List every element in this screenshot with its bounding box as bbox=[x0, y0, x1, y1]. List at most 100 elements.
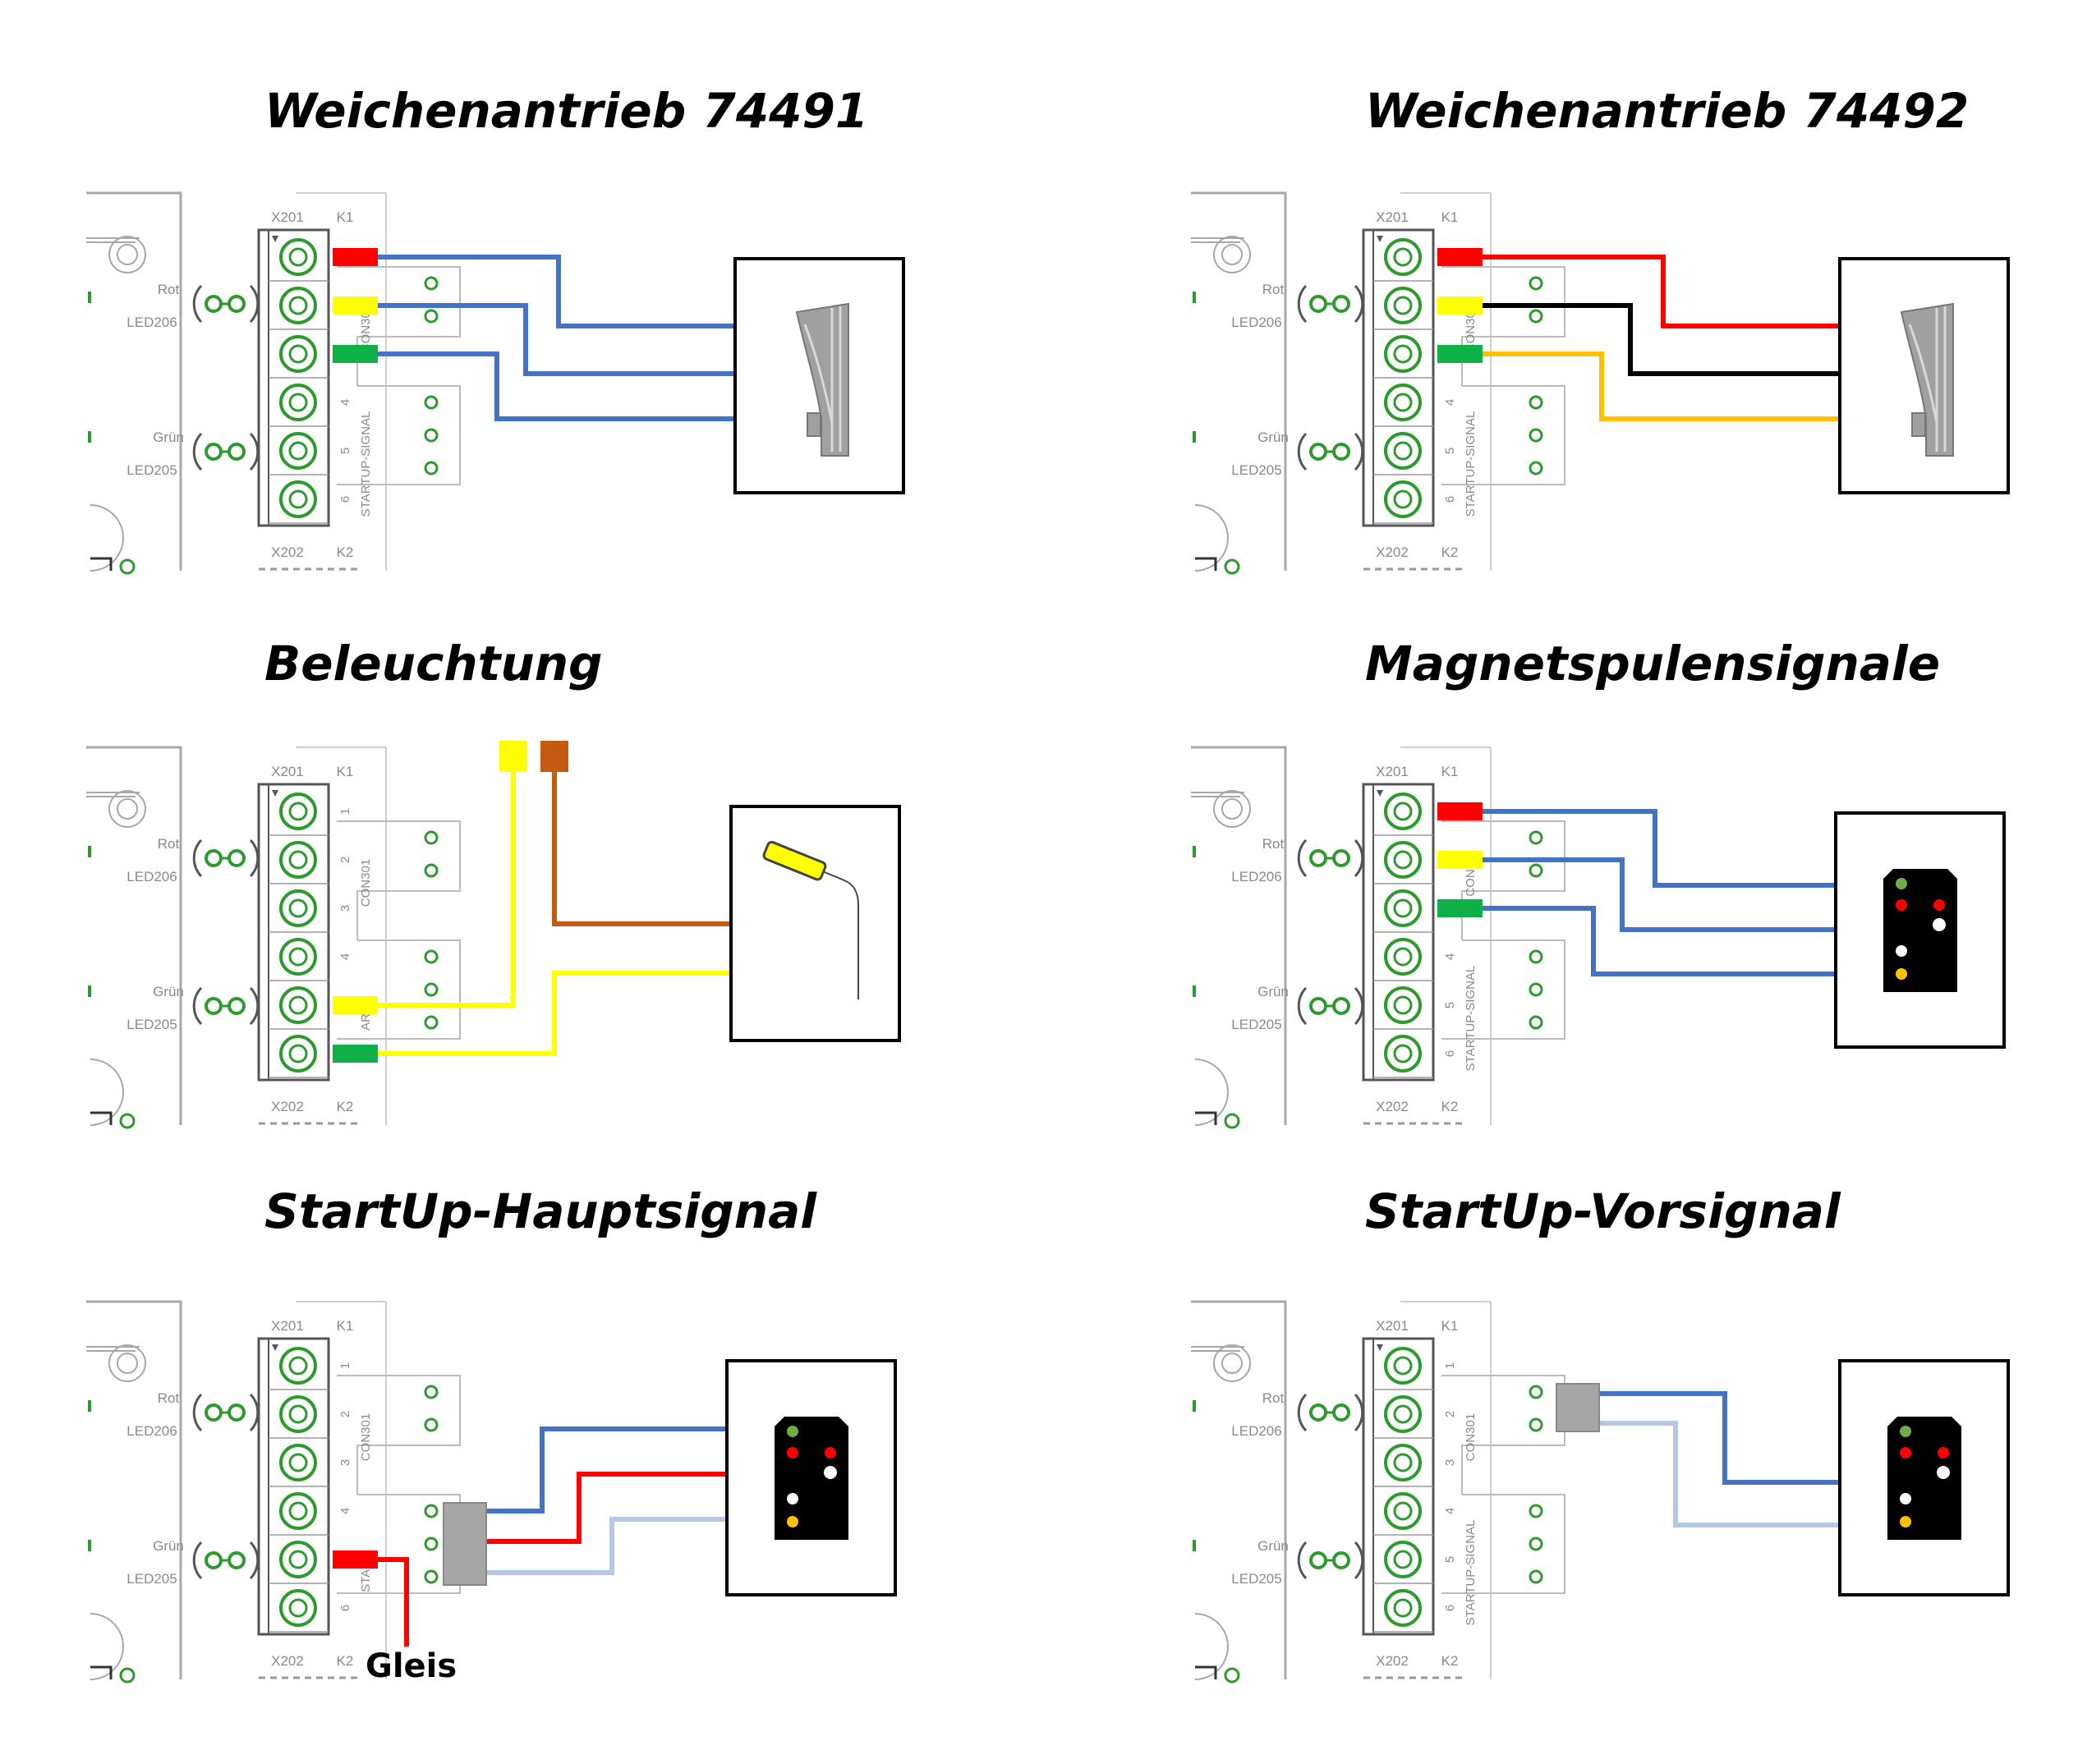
connector-label: X201 bbox=[271, 209, 304, 225]
led-color-label: Grün bbox=[153, 1538, 184, 1554]
wire-pad bbox=[1437, 248, 1483, 266]
header-con301 bbox=[337, 266, 461, 386]
led-label: LED206 bbox=[1231, 315, 1281, 330]
terminal-number: 4 bbox=[1443, 1508, 1457, 1514]
header-pin bbox=[424, 1537, 439, 1551]
led-pad bbox=[228, 1403, 246, 1422]
header-pin bbox=[1529, 1385, 1543, 1399]
wire-blue bbox=[1599, 1391, 1840, 1485]
terminal-number: 3 bbox=[1443, 1459, 1457, 1466]
header-pin bbox=[1529, 1537, 1543, 1551]
led-color-label: Rot bbox=[158, 282, 180, 297]
panel-title: Magnetspulensignale bbox=[1365, 636, 1940, 691]
mounting-hole bbox=[108, 236, 146, 273]
pcb-mark bbox=[88, 846, 91, 857]
header-pin bbox=[424, 309, 439, 324]
connector-label: K1 bbox=[337, 209, 354, 225]
terminal-number: 1 bbox=[1443, 1362, 1457, 1369]
signal-lamp-red bbox=[825, 1447, 836, 1459]
screw-terminal-inner bbox=[1393, 1453, 1413, 1472]
wire-lightblue bbox=[1599, 1421, 1840, 1527]
led-pad bbox=[228, 849, 246, 867]
pcb-trace bbox=[1195, 1111, 1217, 1125]
signal-lamp-white bbox=[787, 1493, 798, 1504]
led-pad bbox=[205, 443, 223, 461]
header-pin bbox=[424, 1504, 439, 1518]
pcb-edge bbox=[86, 746, 182, 1125]
mounting-hole bbox=[1221, 244, 1243, 265]
header-label: STARTUP-SIGNAL bbox=[1464, 966, 1478, 1072]
pin1-marker bbox=[1377, 1344, 1383, 1351]
signal-lamp-white bbox=[1896, 945, 1907, 957]
header-pin bbox=[424, 1385, 439, 1399]
wire-pad bbox=[333, 345, 378, 363]
pcb-mark bbox=[88, 1540, 91, 1551]
pcb-mark bbox=[88, 431, 91, 443]
led-pad bbox=[205, 849, 223, 867]
pcb-arc bbox=[1194, 1059, 1229, 1126]
led-color-label: Rot bbox=[1262, 836, 1285, 852]
wire-pad bbox=[333, 248, 378, 266]
led-color-label: Rot bbox=[158, 1390, 180, 1406]
pcb-edge bbox=[86, 1346, 140, 1352]
header-con301 bbox=[1441, 820, 1565, 940]
screw-terminal-inner bbox=[288, 898, 308, 918]
led-pad bbox=[205, 295, 223, 313]
led-pad bbox=[1309, 1551, 1327, 1569]
header-label: CON301 bbox=[1464, 1413, 1478, 1461]
pcb-mark bbox=[1193, 292, 1196, 303]
terminal-number: 1 bbox=[338, 1362, 352, 1369]
turnout-icon bbox=[1900, 302, 1954, 457]
pcb-arc bbox=[90, 1613, 124, 1680]
led-label: LED205 bbox=[1231, 1571, 1281, 1587]
panel-title: StartUp-Hauptsignal bbox=[264, 1183, 817, 1239]
screw-terminal-inner bbox=[1393, 1404, 1413, 1424]
header-pin bbox=[1529, 830, 1543, 845]
led-color-label: Grün bbox=[1257, 984, 1289, 999]
terminal-number: 4 bbox=[1443, 399, 1457, 406]
header-label: STARTUP-SIGNAL bbox=[359, 411, 373, 517]
signal-body bbox=[1887, 1417, 1961, 1540]
terminal-number: 6 bbox=[1443, 1050, 1457, 1057]
turnout-rails bbox=[1908, 306, 1947, 452]
screw-terminal-inner bbox=[288, 802, 308, 821]
screw-terminal-inner bbox=[288, 441, 308, 461]
terminal-number: 6 bbox=[338, 496, 352, 503]
led-pad bbox=[228, 443, 246, 461]
header-pin bbox=[1529, 982, 1543, 997]
led-color-label: Grün bbox=[153, 984, 184, 999]
screw-terminal-inner bbox=[288, 850, 308, 870]
header-pin bbox=[1529, 1504, 1543, 1518]
panel-title: Weichenantrieb 74491 bbox=[264, 83, 868, 139]
header-con301 bbox=[1441, 266, 1565, 386]
connector-label: K2 bbox=[337, 1099, 354, 1114]
screw-terminal-inner bbox=[1393, 1550, 1413, 1569]
panel-weichenantrieb-74491: Weichenantrieb 74491RotLED206GrünLED205X… bbox=[86, 83, 905, 575]
screw-terminal-inner bbox=[1393, 802, 1413, 821]
pcb-mark bbox=[88, 1400, 91, 1412]
mounting-hole bbox=[117, 1353, 138, 1374]
pcb-trace bbox=[90, 1111, 113, 1125]
screw-terminal-inner bbox=[288, 1550, 308, 1569]
wire bbox=[378, 351, 735, 421]
signal-icon bbox=[1883, 869, 1957, 992]
led-color-label: Grün bbox=[153, 430, 184, 445]
wire-gleis bbox=[378, 1557, 409, 1647]
header-pin bbox=[424, 428, 439, 443]
mounting-hole bbox=[1221, 1353, 1243, 1374]
lamp-icon bbox=[762, 840, 859, 999]
pcb-edge bbox=[1191, 792, 1244, 797]
signal-lamp-white bbox=[1937, 1466, 1950, 1479]
connector-label: X201 bbox=[271, 764, 304, 779]
header-label: CON301 bbox=[359, 305, 373, 352]
screw-terminal-inner bbox=[1393, 1044, 1413, 1063]
screw-terminal-inner bbox=[288, 393, 308, 412]
header-label: STARTUP-SIGNAL bbox=[1464, 1520, 1478, 1626]
signal-body bbox=[1883, 869, 1957, 992]
header-pin bbox=[424, 276, 439, 291]
lamp-head bbox=[762, 840, 827, 881]
signal-lamp-orange bbox=[787, 1516, 798, 1527]
signal-lamp-white bbox=[1900, 1493, 1911, 1504]
header-pin bbox=[1529, 461, 1543, 475]
